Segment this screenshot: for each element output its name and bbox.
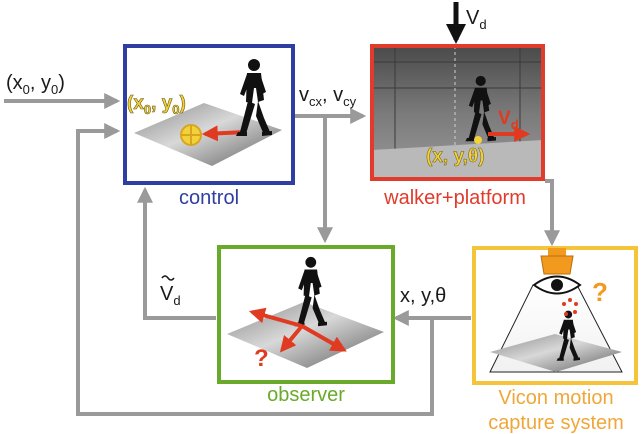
observer-title: observer bbox=[267, 384, 345, 406]
eye-icon bbox=[532, 275, 582, 295]
question-mark-icon: ? bbox=[254, 345, 269, 372]
vicon-floor bbox=[490, 334, 622, 372]
walker-title: walker+platform bbox=[383, 187, 526, 209]
walker-frame bbox=[370, 44, 545, 181]
walker-platform-block: Vd (x, y,θ) walker+platform bbox=[370, 44, 545, 209]
camera-icon bbox=[540, 248, 574, 275]
vicon-title-line1: Vicon motion bbox=[498, 387, 613, 409]
question-mark-icon: ? bbox=[592, 277, 608, 307]
input-coord-label: (x0, y0) bbox=[6, 72, 65, 97]
walker-pose-label: (x, y,θ) bbox=[426, 146, 484, 167]
walker-vd-label: Vd bbox=[498, 108, 519, 132]
vicon-block: ? Vicon motion capture system bbox=[472, 246, 638, 434]
arrow-walker-to-vicon bbox=[544, 179, 560, 247]
measurement-label: x, y,θ bbox=[400, 285, 446, 307]
vd-estimate-label: Vd bbox=[160, 275, 181, 308]
vd-disturbance-label: Vd bbox=[466, 7, 487, 32]
crosshair-target-icon bbox=[180, 124, 202, 146]
arrow-feedback-loop bbox=[76, 123, 434, 416]
arrow-observer-to-control bbox=[137, 186, 216, 320]
vicon-markers bbox=[562, 298, 578, 316]
observer-red-arrows bbox=[248, 307, 347, 353]
connections bbox=[4, 2, 560, 416]
control-title: control bbox=[179, 187, 239, 209]
control-output-label: vcx, vcy bbox=[299, 84, 357, 109]
vicon-title-line2: capture system bbox=[488, 412, 624, 434]
walker-pose-marker bbox=[474, 136, 482, 144]
svg-text:Vd: Vd bbox=[160, 283, 181, 308]
control-block: (x0, y0) control bbox=[123, 44, 295, 209]
observer-block: ? observer bbox=[217, 245, 395, 406]
walker-photo-floor bbox=[372, 140, 543, 179]
